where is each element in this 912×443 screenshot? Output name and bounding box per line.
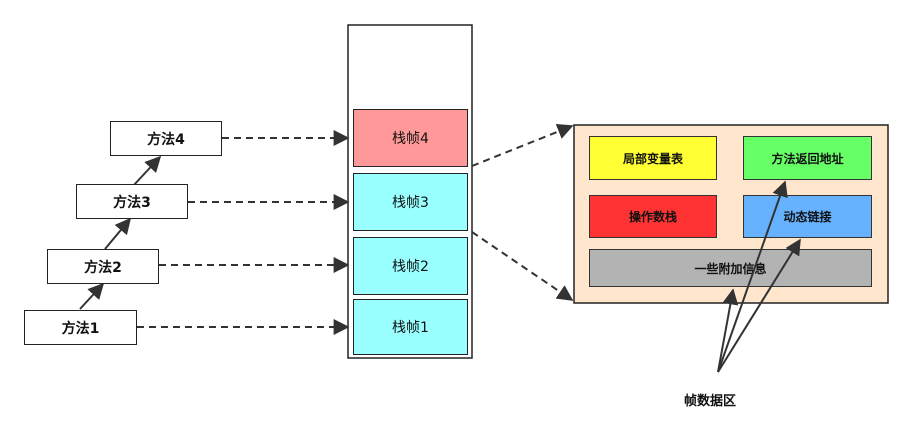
method-1-box: 方法1 bbox=[24, 310, 137, 345]
arrow-method2-to-method3 bbox=[104, 217, 132, 250]
additional-info: 一些附加信息 bbox=[589, 249, 872, 287]
frame-data-area-label: 帧数据区 bbox=[684, 394, 737, 409]
method-2-box: 方法2 bbox=[47, 249, 159, 284]
arrow-method3-to-method4 bbox=[132, 155, 162, 187]
dynamic-linking: 动态链接 bbox=[743, 195, 872, 238]
method-4-box: 方法4 bbox=[110, 121, 222, 156]
frame-2: 栈帧2 bbox=[353, 237, 468, 295]
arrow-expand-bottom bbox=[471, 231, 574, 301]
operand-stack: 操作数栈 bbox=[589, 195, 717, 238]
method-3-box: 方法3 bbox=[76, 184, 188, 219]
frame-3: 栈帧3 bbox=[353, 173, 468, 231]
arrow-method1-to-method2 bbox=[79, 282, 105, 310]
local-variables-table: 局部变量表 bbox=[589, 136, 717, 180]
frame-1: 栈帧1 bbox=[353, 299, 468, 355]
frame-4: 栈帧4 bbox=[353, 109, 468, 167]
arrow-expand-top bbox=[471, 123, 574, 167]
method-return-address: 方法返回地址 bbox=[743, 136, 872, 180]
